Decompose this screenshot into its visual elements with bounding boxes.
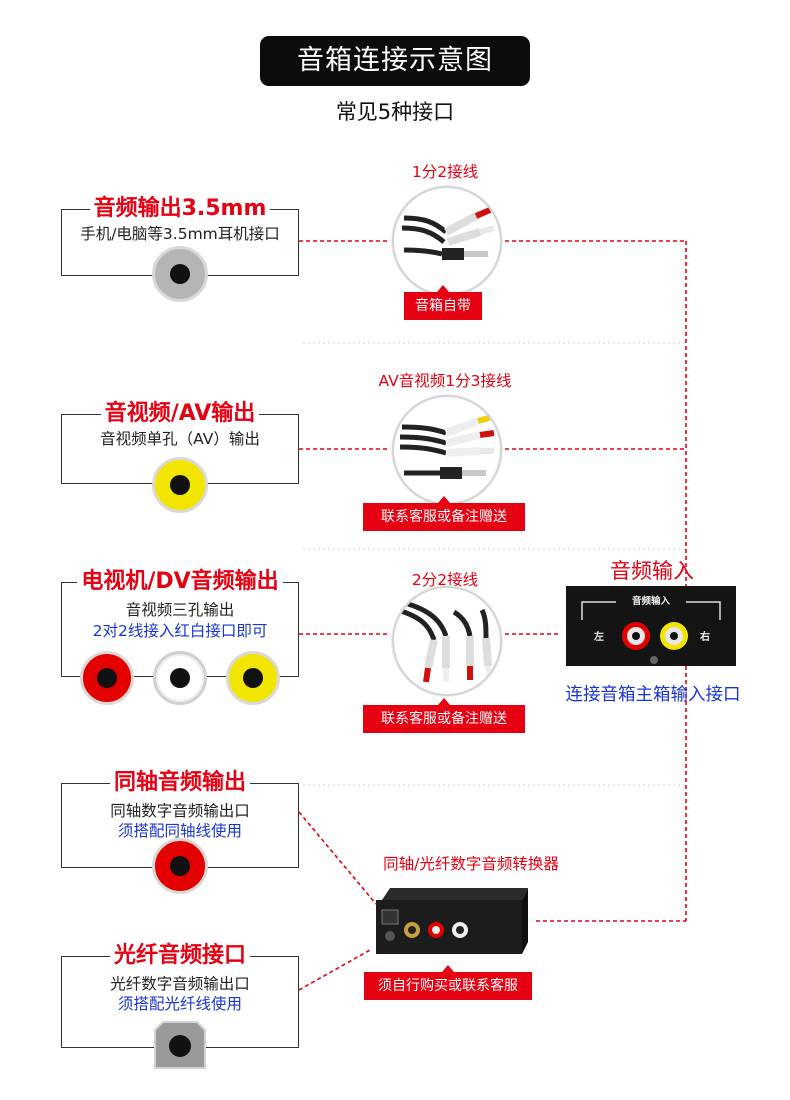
cable-tag: 联系客服或备注赠送 — [363, 698, 525, 733]
page-subtitle: 常见5种接口 — [335, 100, 455, 124]
source-box-optical: 光纤音频接口 光纤数字音频输出口 须搭配光纤线使用 — [61, 943, 299, 1048]
panel-left-label: 左 — [594, 632, 604, 643]
cable-tag: 音箱自带 — [404, 285, 482, 320]
audio-input-panel-image: 音频输入 左 右 — [566, 586, 736, 666]
audio-input-caption: 连接音箱主箱输入接口 — [565, 685, 741, 705]
audio-input-title: 音频输入 — [610, 559, 694, 583]
source-title: 音频输出3.5mm — [89, 196, 271, 221]
source-desc: 手机/电脑等3.5mm耳机接口 — [80, 225, 280, 243]
line-coax-converter — [298, 811, 377, 905]
panel-label: 音频输入 — [631, 596, 670, 607]
jack-coaxial-icon — [152, 838, 208, 894]
jack-av-yellow-icon — [152, 457, 208, 513]
cable-title: 2分2接线 — [411, 571, 479, 589]
source-desc: 光纤数字音频输出口 — [110, 975, 250, 993]
source-note: 2对2线接入红白接口即可 — [92, 622, 268, 640]
source-box-tv-dv: 电视机/DV音频输出 音视频三孔输出 2对2线接入红白接口即可 — [61, 569, 299, 677]
source-note: 须搭配同轴线使用 — [117, 822, 242, 840]
converter-image — [372, 884, 532, 964]
jack-red-icon — [80, 651, 134, 705]
source-desc: 同轴数字音频输出口 — [110, 802, 250, 820]
panel-right-label: 右 — [700, 632, 710, 643]
source-title: 同轴音频输出 — [109, 770, 250, 795]
source-desc: 音视频单孔（AV）输出 — [100, 430, 260, 448]
source-box-coaxial: 同轴音频输出 同轴数字音频输出口 须搭配同轴线使用 — [61, 770, 299, 868]
source-desc: 音视频三孔输出 — [125, 601, 235, 619]
cable-av-1to3-image — [392, 395, 502, 505]
cable-title: AV音视频1分3接线 — [378, 372, 512, 390]
jack-35mm-icon — [152, 246, 208, 302]
page-title: 音箱连接示意图 — [260, 36, 530, 86]
source-title: 音视频/AV输出 — [100, 401, 260, 426]
optical-port-icon — [153, 1018, 207, 1072]
source-title: 光纤音频接口 — [109, 943, 250, 968]
converter-tag: 须自行购买或联系客服 — [364, 965, 532, 1000]
jack-yellow-icon — [226, 651, 280, 705]
cable-2to2-image — [392, 586, 502, 696]
source-note: 须搭配光纤线使用 — [117, 995, 242, 1013]
jack-white-icon — [153, 651, 207, 705]
cable-1to2-image — [392, 186, 502, 296]
line-optical-converter — [298, 949, 371, 991]
converter-title: 同轴/光纤数字音频转换器 — [383, 855, 559, 873]
source-title: 电视机/DV音频输出 — [77, 569, 283, 594]
cable-title: 1分2接线 — [411, 163, 479, 181]
cable-tag: 联系客服或备注赠送 — [363, 496, 525, 531]
